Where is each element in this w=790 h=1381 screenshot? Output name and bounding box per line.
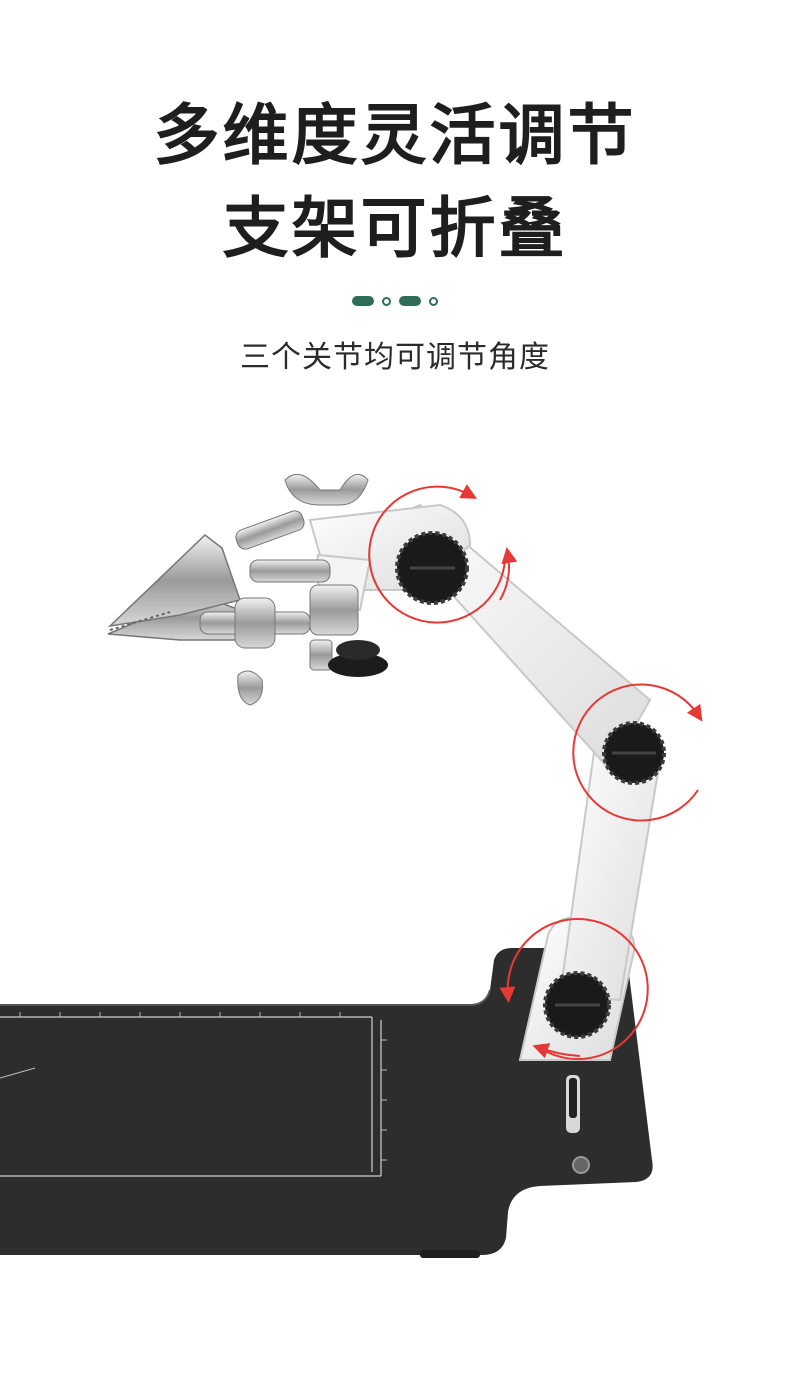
indicator-pill	[399, 296, 421, 306]
subtitle: 三个关节均可调节角度	[240, 340, 550, 375]
dot-indicator	[0, 296, 790, 306]
base-plate	[0, 948, 653, 1258]
joint-knob	[543, 971, 611, 1039]
product-illustration	[0, 473, 703, 1258]
rotation-indicator	[368, 484, 518, 624]
clamp-hardware	[199, 473, 388, 706]
stand-arm	[308, 503, 662, 1061]
rotation-indicator	[572, 683, 703, 822]
title-line-1: 多维度灵活调节	[153, 97, 637, 174]
indicator-ring	[429, 296, 438, 306]
title-line-2: 支架可折叠	[222, 190, 568, 267]
indicator-ring	[382, 296, 391, 306]
indicator-pill	[352, 296, 374, 306]
joint-knob	[395, 531, 469, 605]
joint-knob	[602, 721, 666, 785]
rotation-indicator	[499, 918, 649, 1061]
